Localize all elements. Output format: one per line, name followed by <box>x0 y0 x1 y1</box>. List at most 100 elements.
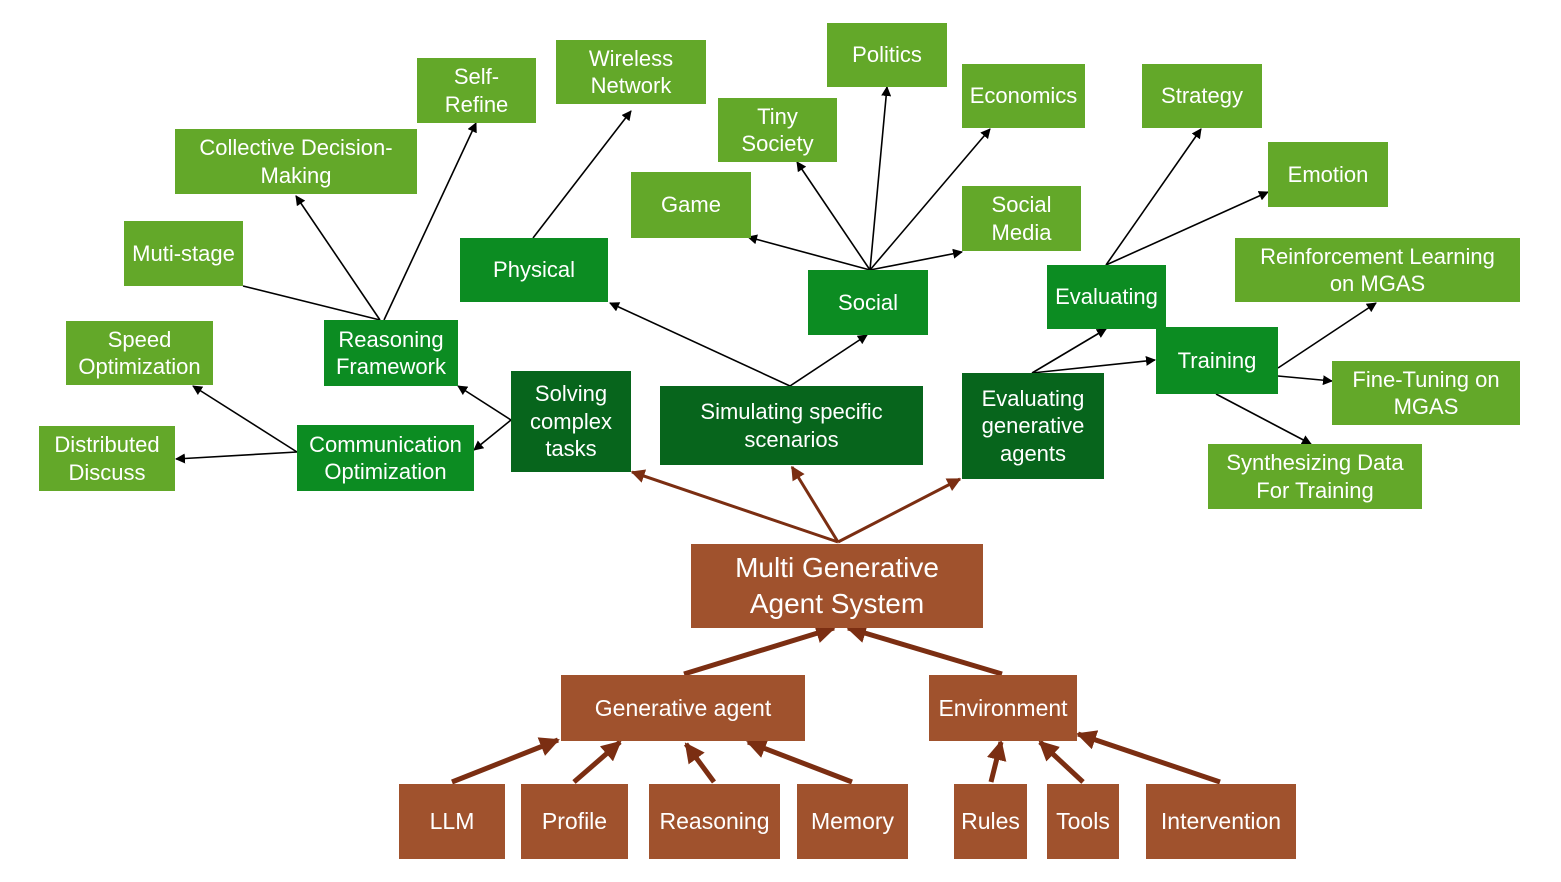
physical-node: Physical <box>460 238 608 302</box>
synthesizing-data-node: Synthesizing Data For Training <box>1208 444 1422 509</box>
edge-evaluating-to-emotion <box>1105 191 1269 266</box>
social-media-label: Social Media <box>991 192 1052 245</box>
communication-optimization-label: Communication Optimization <box>309 431 462 485</box>
evaluating-node: Evaluating <box>1047 265 1166 329</box>
training-node: Training <box>1156 327 1278 394</box>
edge-root-to-simulating <box>790 465 840 543</box>
intervention-label: Intervention <box>1160 808 1282 835</box>
physical-label: Physical <box>493 257 575 283</box>
edge-comm-to-speed <box>192 385 298 453</box>
wireless-network-label: Wireless Network <box>588 45 674 99</box>
edge-evalcat-to-training <box>1031 355 1156 374</box>
edge-evalcat-to-evaluating <box>1031 328 1107 374</box>
edge-intervention-to-env <box>1076 730 1221 785</box>
politics-node: Politics <box>827 23 947 87</box>
emotion-label: Emotion <box>1287 161 1369 187</box>
rules-node: Rules <box>954 784 1027 859</box>
profile-node: Profile <box>521 784 628 859</box>
tools-label: Tools <box>1056 808 1110 835</box>
evaluating-label: Evaluating <box>1055 284 1158 310</box>
synthesizing-data-label: Synthesizing Data For Training <box>1226 450 1404 503</box>
edge-profile-to-agent <box>572 740 622 784</box>
strategy-label: Strategy <box>1161 83 1243 109</box>
solving-label: Solving complex tasks <box>530 381 612 462</box>
economics-label: Economics <box>969 83 1078 109</box>
edge-root-to-solving <box>630 469 839 544</box>
strategy-node: Strategy <box>1142 64 1262 128</box>
edge-training-to-synthesizing <box>1215 393 1312 445</box>
reasoning-label: Reasoning <box>659 808 770 835</box>
reinforcement-learning-label: Reinforcement Learning on MGAS <box>1260 243 1495 297</box>
edge-rules-to-env <box>986 740 1007 783</box>
edge-physical-to-wireless <box>532 110 632 239</box>
fine-tuning-node: Fine-Tuning on MGAS <box>1332 361 1520 425</box>
training-label: Training <box>1177 347 1257 373</box>
distributed-discuss-node: Distributed Discuss <box>39 426 175 491</box>
generative-agent-node: Generative agent <box>561 675 805 741</box>
edge-agent-to-root <box>683 623 836 677</box>
economics-node: Economics <box>962 64 1085 128</box>
simulating-label: Simulating specific scenarios <box>700 399 883 452</box>
evaluating-agents-node: Evaluating generative agents <box>962 373 1104 479</box>
politics-label: Politics <box>852 42 922 68</box>
game-node: Game <box>631 172 751 238</box>
communication-optimization-node: Communication Optimization <box>297 425 474 491</box>
edge-evaluating-to-strategy <box>1105 128 1202 266</box>
root-label: Multi Generative Agent System <box>735 551 939 619</box>
muti-stage-node: Muti-stage <box>124 221 243 286</box>
edge-social-to-game <box>747 234 871 271</box>
edge-training-to-finetuning <box>1277 375 1333 386</box>
edge-reasoning-to-mutistage <box>242 285 381 321</box>
solving-complex-tasks-node: Solving complex tasks <box>511 371 631 472</box>
environment-label: Environment <box>938 694 1068 721</box>
memory-node: Memory <box>797 784 908 859</box>
social-media-node: Social Media <box>962 186 1081 251</box>
muti-stage-label: Muti-stage <box>132 240 235 266</box>
speed-optimization-label: Speed Optimization <box>78 326 201 380</box>
collective-decision-making-label: Collective Decision- Making <box>199 135 393 188</box>
memory-label: Memory <box>810 808 895 835</box>
emotion-node: Emotion <box>1268 142 1388 207</box>
edge-llm-to-agent <box>451 737 560 785</box>
root-node: Multi Generative Agent System <box>691 544 983 628</box>
edge-reasoning-to-agent <box>683 742 717 784</box>
collective-decision-making-node: Collective Decision- Making <box>175 129 417 194</box>
intervention-node: Intervention <box>1146 784 1296 859</box>
tools-node: Tools <box>1047 784 1119 859</box>
edge-social-to-socialmedia <box>869 248 963 271</box>
evaluating-agents-label: Evaluating generative agents <box>981 385 1085 466</box>
profile-label: Profile <box>541 808 608 835</box>
edge-solving-to-communication <box>473 419 512 451</box>
edge-root-to-evaluating <box>837 477 962 544</box>
generative-agent-label: Generative agent <box>594 694 772 721</box>
rules-label: Rules <box>961 808 1020 835</box>
reasoning-framework-label: Reasoning Framework <box>335 326 446 380</box>
llm-node: LLM <box>399 784 505 859</box>
edge-simulating-to-physical <box>609 302 791 387</box>
edge-tools-to-env <box>1038 740 1085 784</box>
edge-simulating-to-social <box>789 334 868 387</box>
edge-env-to-root <box>846 623 1003 677</box>
edge-social-to-economics <box>869 128 991 271</box>
edge-training-to-rl <box>1277 302 1377 369</box>
reasoning-node: Reasoning <box>649 784 780 859</box>
tiny-society-node: Tiny Society <box>718 98 837 162</box>
edge-reasoning-to-selfrefine <box>383 122 477 321</box>
edge-comm-to-distributed <box>175 451 298 464</box>
edge-reasoning-to-collective <box>295 195 381 321</box>
edge-solving-to-reasoning <box>457 385 512 421</box>
edge-social-to-politics <box>869 86 892 271</box>
tiny-society-label: Tiny Society <box>741 103 814 157</box>
social-node: Social <box>808 270 928 335</box>
wireless-network-node: Wireless Network <box>556 40 706 104</box>
edge-social-to-tiny <box>796 161 871 271</box>
self-refine-label: Self- Refine <box>444 64 509 117</box>
edge-memory-to-agent <box>746 739 853 785</box>
speed-optimization-node: Speed Optimization <box>66 321 213 385</box>
simulating-scenarios-node: Simulating specific scenarios <box>660 386 923 465</box>
social-label: Social <box>838 289 898 315</box>
llm-label: LLM <box>429 808 475 835</box>
distributed-discuss-label: Distributed Discuss <box>54 432 160 485</box>
